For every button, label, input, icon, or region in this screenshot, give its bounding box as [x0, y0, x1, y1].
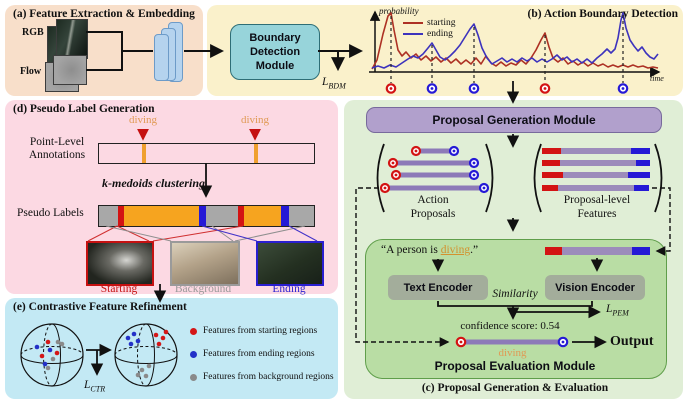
legend-ending-label: ending	[427, 29, 453, 39]
starting-image	[86, 241, 154, 286]
legend-starting: starting	[403, 18, 456, 28]
point-level-annotations-label: Point-Level Annotations	[18, 136, 96, 162]
text-encoder: Text Encoder	[388, 275, 488, 300]
annotations-line: Annotations	[28, 149, 86, 162]
plot-ylabel: probability	[379, 6, 419, 16]
ending-image	[256, 241, 324, 286]
loss-ctr-sub: CTR	[90, 384, 106, 394]
proposal-level-features-label: Proposal-level Features	[547, 194, 647, 222]
legend-ending: ending	[403, 29, 453, 39]
loss-ctr: LCTR	[84, 379, 105, 393]
proposal-generation-module: Proposal Generation Module	[366, 107, 662, 133]
loss-bdm-sub: BDM	[328, 81, 346, 91]
blue-dot-icon	[190, 350, 197, 358]
pseudo-segment	[238, 206, 244, 226]
embedding-layer-front	[154, 34, 169, 81]
pseudo-segment	[199, 206, 206, 226]
loss-pem-base: L	[606, 303, 613, 315]
point-level-line: Point-Level	[29, 136, 85, 148]
diving-label-3: diving	[498, 347, 527, 359]
panel-c-title: (c) Proposal Generation & Evaluation	[421, 382, 609, 394]
flow-label: Flow	[20, 66, 42, 77]
rgb-frame-front	[56, 19, 88, 59]
panel-b-title: (b) Action Boundary Detection	[527, 8, 678, 20]
background-caption: Background	[174, 283, 232, 295]
pseudo-segment	[124, 206, 199, 226]
pseudo-labels-label: Pseudo Labels	[17, 207, 84, 219]
action-proposals-line2: Proposals	[410, 207, 456, 220]
boundary-detection-module: Boundary Detection Module	[230, 24, 320, 80]
gray-dot-icon	[190, 373, 197, 381]
legend-starting-label: starting	[427, 18, 456, 28]
background-image	[170, 241, 240, 286]
loss-bdm-base: L	[322, 76, 329, 88]
panel-d-title: (d) Pseudo Label Generation	[13, 103, 155, 115]
vision-encoder: Vision Encoder	[545, 275, 645, 300]
kmedoids-label: k-medoids clustering	[101, 176, 205, 190]
rgb-label: RGB	[22, 27, 44, 38]
pseudo-segment	[118, 206, 124, 226]
quote-suffix: .”	[470, 244, 479, 256]
quote-prefix: “A person is	[381, 244, 441, 256]
pseudo-segment	[289, 206, 314, 226]
panel-e-title: (e) Contrastive Feature Refinement	[13, 301, 187, 313]
ending-line-swatch	[403, 33, 423, 35]
pseudo-segment	[99, 206, 118, 226]
features-line2: Features	[577, 207, 617, 220]
loss-pem: LPEM	[606, 303, 629, 317]
legend-background-features: Features from background regions	[190, 372, 334, 382]
starting-caption: Starting	[100, 283, 138, 295]
legend-starting-features: Features from starting regions	[190, 326, 317, 336]
legend-ending-features: Features from ending regions	[190, 349, 315, 359]
loss-bdm: LBDM	[322, 76, 346, 90]
legend-background-features-label: Features from background regions	[203, 372, 334, 382]
point-annotation-track	[98, 143, 315, 164]
output-label: Output	[610, 334, 654, 349]
pseudo-segment	[206, 206, 238, 226]
legend-ending-features-label: Features from ending regions	[203, 349, 315, 359]
loss-pem-sub: PEM	[612, 308, 629, 318]
annotation-tick-1	[142, 144, 146, 163]
pseudo-label-bar	[98, 205, 315, 227]
plot-xlabel: time	[650, 74, 664, 83]
quote-action: diving	[440, 244, 471, 256]
caption-sentence: “A person is diving.”	[381, 244, 478, 256]
diving-label-2: diving	[240, 114, 270, 126]
action-proposals-line1: Action	[417, 194, 449, 206]
panel-a-title: (a) Feature Extraction & Embedding	[13, 8, 195, 20]
confidence-score: confidence score: 0.54	[460, 320, 560, 332]
proposal-evaluation-module-label: Proposal Evaluation Module	[434, 359, 596, 373]
pseudo-segment	[281, 206, 289, 226]
flow-frame-front	[53, 55, 87, 85]
diving-label-1: diving	[128, 114, 158, 126]
pseudo-segment	[244, 206, 281, 226]
ending-caption: Ending	[272, 283, 306, 295]
action-proposals-label: Action Proposals	[383, 194, 483, 222]
similarity-label: Similarity	[492, 288, 538, 300]
annotation-tick-2	[254, 144, 258, 163]
loss-ctr-base: L	[84, 379, 91, 391]
starting-line-swatch	[403, 22, 423, 24]
features-line1: Proposal-level	[563, 194, 631, 206]
legend-starting-features-label: Features from starting regions	[203, 326, 318, 336]
red-dot-icon	[190, 327, 197, 335]
